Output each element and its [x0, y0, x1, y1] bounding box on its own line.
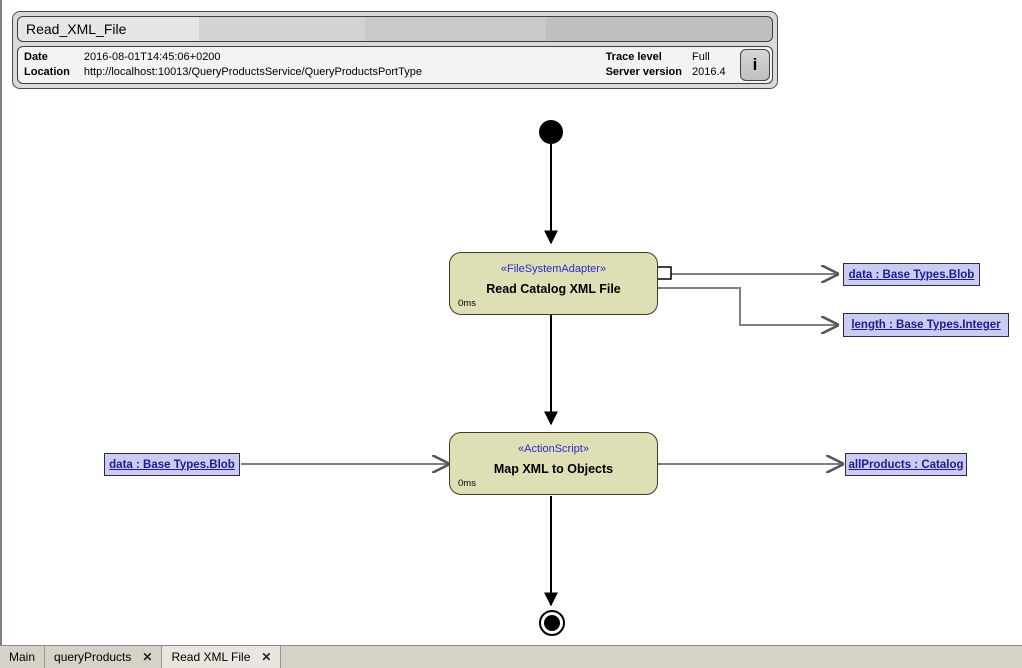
trace-title: Read_XML_File — [26, 21, 127, 37]
final-node-core — [544, 615, 560, 631]
trace-spacer — [422, 49, 606, 81]
trace-left-fields: Date 2016-08-01T14:45:06+0200 Location h… — [24, 49, 422, 81]
trace-title-bar[interactable]: Read_XML_File — [17, 16, 773, 42]
activity-name: Map XML to Objects — [493, 462, 614, 476]
object-node-data-blob-out[interactable]: data : Base Types.Blob — [843, 263, 980, 286]
trace-location-value: http://localhost:10013/QueryProductsServ… — [83, 66, 422, 78]
info-icon-label: i — [752, 55, 758, 74]
initial-node-circle — [539, 120, 563, 144]
object-node-data-blob-in[interactable]: data : Base Types.Blob — [104, 453, 240, 476]
diagram-canvas[interactable]: Read_XML_File Date 2016-08-01T14:45:06+0… — [0, 0, 1022, 645]
trace-level-key: Trace level — [605, 51, 662, 63]
object-node-label: data : Base Types.Blob — [848, 268, 975, 281]
trace-location-key: Location — [24, 66, 70, 78]
tab-queryproducts[interactable]: queryProducts ✕ — [45, 646, 163, 668]
activity-stereotype: «FileSystemAdapter» — [500, 263, 607, 275]
object-node-label: length : Base Types.Integer — [851, 319, 1001, 331]
server-version-key: Server version — [605, 66, 682, 78]
activity-duration: 0ms — [458, 478, 476, 489]
trace-header-panel: Read_XML_File Date 2016-08-01T14:45:06+0… — [12, 11, 778, 89]
trace-level-value: Full — [692, 51, 710, 63]
object-node-label: data : Base Types.Blob — [109, 458, 235, 471]
tab-close-icon[interactable]: ✕ — [142, 650, 153, 664]
trace-date-value: 2016-08-01T14:45:06+0200 — [83, 51, 221, 63]
activity-map-xml-to-objects[interactable]: «ActionScript» Map XML to Objects 0ms — [449, 432, 658, 495]
object-flow-read-to-length — [658, 287, 838, 325]
output-pin-data — [656, 266, 672, 280]
tab-close-icon[interactable]: ✕ — [261, 650, 272, 664]
trace-right-fields: Trace level Full Server version 2016.4 — [606, 49, 734, 81]
activity-name: Read Catalog XML File — [486, 282, 621, 296]
object-node-label: allProducts : Catalog — [848, 458, 964, 471]
tab-bar-filler — [281, 646, 1022, 668]
tab-label: Main — [9, 650, 36, 664]
activity-duration: 0ms — [458, 298, 476, 309]
tab-main[interactable]: Main — [0, 646, 46, 668]
tab-label: queryProducts — [54, 650, 132, 664]
tab-label: Read XML File — [171, 650, 251, 664]
activity-read-catalog-xml-file[interactable]: «FileSystemAdapter» Read Catalog XML Fil… — [449, 252, 658, 315]
trace-date-key: Date — [24, 51, 48, 63]
info-icon[interactable]: i — [740, 49, 770, 81]
tab-bar[interactable]: Main queryProducts ✕ Read XML File ✕ — [0, 645, 1022, 668]
object-node-length-integer[interactable]: length : Base Types.Integer — [843, 313, 1009, 337]
object-node-allproducts-catalog[interactable]: allProducts : Catalog — [845, 453, 967, 476]
activity-stereotype: «ActionScript» — [518, 443, 589, 455]
tab-read-xml-file[interactable]: Read XML File ✕ — [162, 646, 282, 668]
server-version-value: 2016.4 — [692, 66, 726, 78]
trace-info-bar: Date 2016-08-01T14:45:06+0200 Location h… — [17, 46, 773, 84]
final-node-ring — [539, 610, 565, 636]
